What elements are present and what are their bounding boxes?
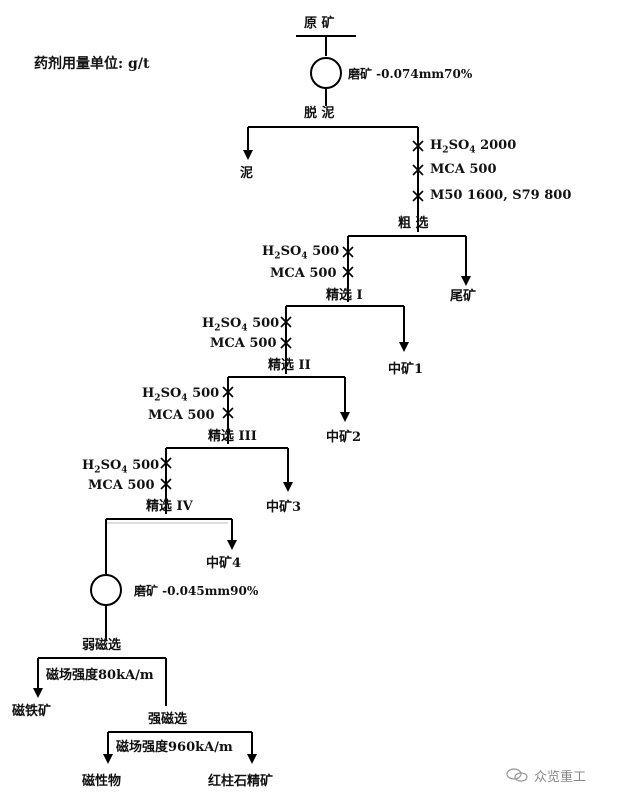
watermark: 众览重工 <box>534 770 587 785</box>
feed-label: 原 矿 <box>304 16 335 31</box>
magnetic-product-label: 磁性物 <box>82 774 122 789</box>
arrow-head <box>340 412 350 422</box>
arrow-head <box>247 754 257 764</box>
arrow-head <box>399 342 409 352</box>
cleaner3-label: 精选 III <box>208 429 257 444</box>
reagent-cleaner3-1: H2SO4 500 <box>142 386 220 404</box>
arrow-head <box>227 540 237 550</box>
reagent-rougher-3: M50 1600, S79 800 <box>430 188 572 203</box>
slime-label: 泥 <box>240 166 254 181</box>
cleaner2-label: 精选 II <box>268 358 311 373</box>
weak-magnetic-label: 弱磁选 <box>82 638 122 653</box>
reagent-rougher-1: H2SO4 2000 <box>430 138 517 156</box>
reagent-addition-mark <box>412 164 424 176</box>
arrow-head <box>283 482 293 492</box>
grinding-mill-2 <box>90 574 122 606</box>
strong-magnetic-label: 强磁选 <box>148 712 188 727</box>
reagent-cleaner1-1: H2SO4 500 <box>262 244 340 262</box>
reagent-addition-mark <box>222 386 234 398</box>
reagent-addition-mark <box>160 478 172 490</box>
magnetite-label: 磁铁矿 <box>12 704 52 719</box>
arrow-head <box>243 150 253 160</box>
arrow-head <box>33 688 43 698</box>
middling2-label: 中矿2 <box>326 430 362 445</box>
reagent-addition-mark <box>280 316 292 328</box>
reagent-addition-mark <box>342 246 354 258</box>
weak-field-label: 磁场强度80kA/m <box>46 668 154 683</box>
middling1-label: 中矿1 <box>388 362 424 377</box>
reagent-cleaner2-2: MCA 500 <box>210 336 277 351</box>
reagent-addition-mark <box>412 140 424 152</box>
reagent-cleaner3-2: MCA 500 <box>148 408 215 423</box>
rougher-label: 粗 选 <box>398 216 429 231</box>
grind1-label: 磨矿 -0.074mm70% <box>348 67 473 81</box>
cleaner4-label: 精选 IV <box>146 499 193 514</box>
tailings-label: 尾矿 <box>450 289 477 304</box>
arrow-head <box>103 754 113 764</box>
reagent-addition-mark <box>280 337 292 349</box>
reagent-addition-mark <box>222 407 234 419</box>
reagent-addition-mark <box>342 266 354 278</box>
reagent-rougher-2: MCA 500 <box>430 162 497 177</box>
andalusite-concentrate-label: 红柱石精矿 <box>208 774 274 789</box>
cleaner1-label: 精选 I <box>326 288 363 303</box>
reagent-cleaner2-1: H2SO4 500 <box>202 316 280 334</box>
unit-note: 药剂用量单位: g/t <box>34 56 150 72</box>
reagent-cleaner1-2: MCA 500 <box>270 266 337 281</box>
arrow-head <box>461 276 471 286</box>
desliming-label: 脱 泥 <box>304 106 335 121</box>
strong-field-label: 磁场强度960kA/m <box>116 740 233 755</box>
reagent-cleaner4-1: H2SO4 500 <box>82 458 160 476</box>
reagent-addition-mark <box>412 190 424 202</box>
reagent-cleaner4-2: MCA 500 <box>88 478 155 493</box>
wechat-icon <box>506 768 528 782</box>
middling4-label: 中矿4 <box>206 556 242 571</box>
reagent-addition-mark <box>160 457 172 469</box>
middling3-label: 中矿3 <box>266 500 302 515</box>
grinding-mill-1 <box>310 57 342 89</box>
grind2-label: 磨矿 -0.045mm90% <box>134 584 259 598</box>
